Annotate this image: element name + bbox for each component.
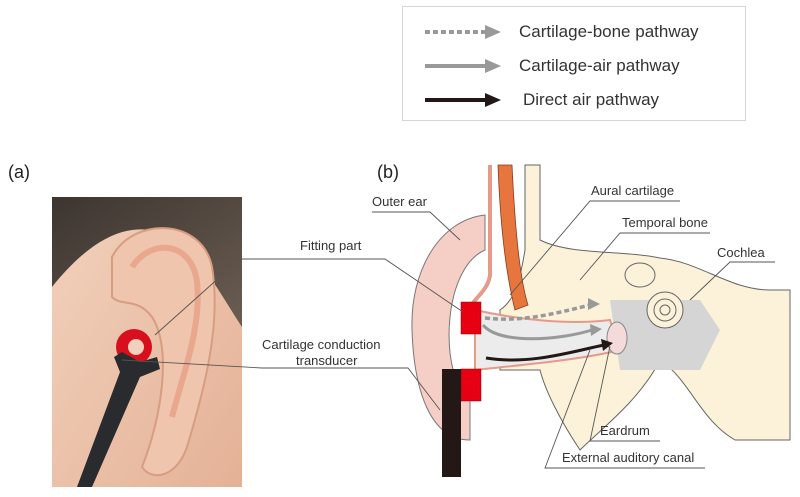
- label-transducer-line1: Cartilage conduction: [262, 337, 381, 352]
- panel-label-b: (b): [377, 162, 399, 182]
- label-cochlea: Cochlea: [717, 245, 765, 260]
- label-transducer-line2: transducer: [296, 353, 358, 368]
- external-auditory-canal: [474, 308, 622, 372]
- eardrum: [606, 321, 628, 355]
- legend-label: Cartilage-bone pathway: [519, 22, 699, 41]
- cartilage-bone-pathway: [484, 303, 591, 321]
- ear-photo-illustration: [52, 197, 242, 487]
- muscle-strip: [497, 164, 529, 311]
- legend: Cartilage-bone pathway Cartilage-air pat…: [402, 6, 746, 121]
- outer-ear: [411, 214, 486, 441]
- legend-item-cartilage-air: Cartilage-air pathway: [423, 53, 680, 79]
- legend-item-cartilage-bone: Cartilage-bone pathway: [423, 19, 699, 45]
- fitting-part-lower: [460, 368, 482, 402]
- temporal-bone: [499, 164, 791, 451]
- legend-item-direct-air: Direct air pathway: [423, 87, 659, 113]
- gray-arrow-icon: [425, 59, 501, 73]
- cochlea: [624, 262, 684, 329]
- label-external-auditory-canal: External auditory canal: [562, 450, 695, 465]
- label-outer-ear: Outer ear: [372, 194, 427, 209]
- dotted-arrow-icon: [425, 25, 501, 39]
- black-arrow-icon: [425, 93, 501, 107]
- direct-air-pathway: [485, 343, 605, 362]
- legend-label: Cartilage-air pathway: [519, 56, 680, 75]
- label-aural-cartilage: Aural cartilage: [591, 183, 675, 198]
- label-fitting-part: Fitting part: [300, 238, 362, 253]
- panel-label-a: (a): [8, 162, 30, 182]
- fitting-part-upper: [460, 301, 482, 335]
- label-temporal-bone: Temporal bone: [622, 215, 708, 230]
- cartilage-air-pathway: [481, 323, 593, 341]
- legend-label: Direct air pathway: [523, 90, 660, 109]
- ear-photo: [52, 197, 242, 487]
- label-eardrum: Eardrum: [600, 423, 650, 438]
- transducer: [442, 369, 461, 477]
